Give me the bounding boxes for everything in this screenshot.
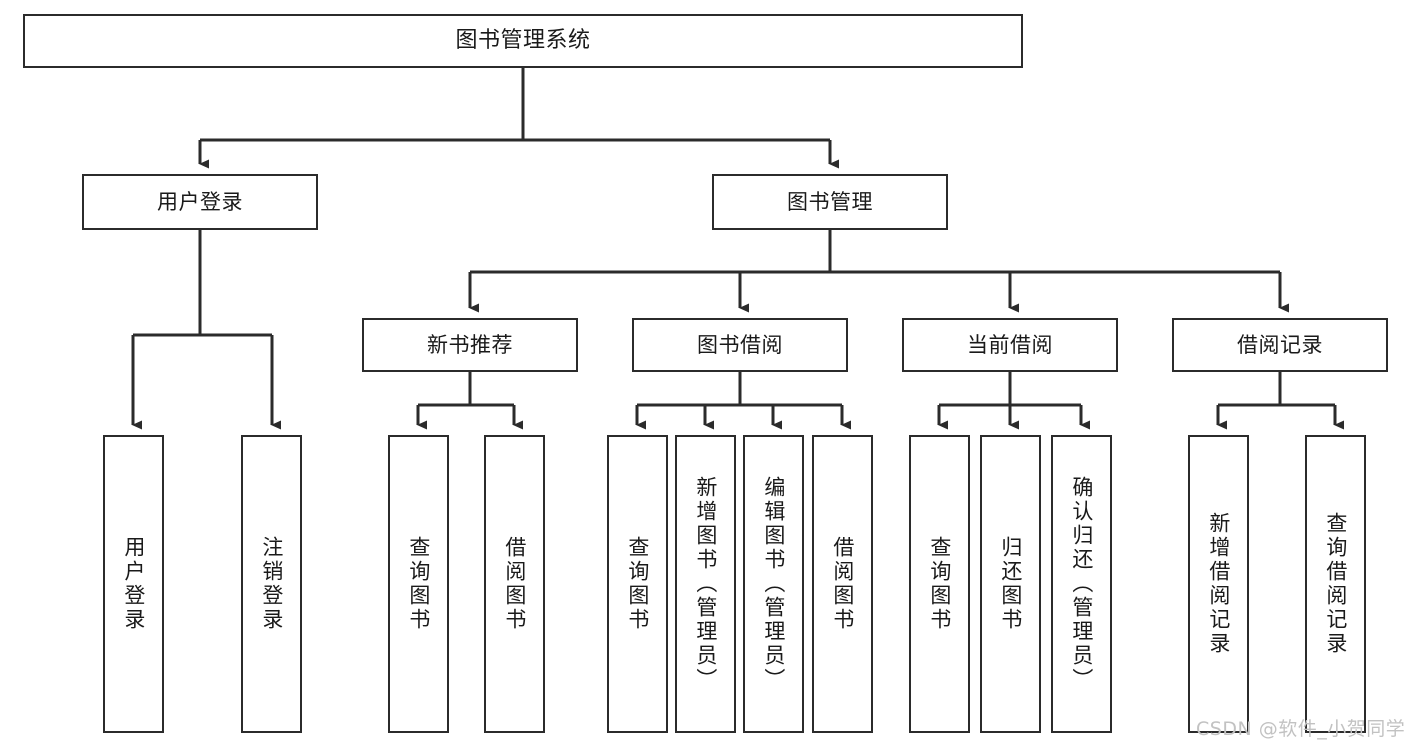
node-leaf-add-book[interactable]: 新增图书（管理员） [675, 435, 736, 733]
csdn-watermark: CSDN @软件_小贺同学 [1196, 718, 1405, 740]
node-root-label: 图书管理系统 [455, 28, 591, 54]
node-leaf-borrow-book-2[interactable]: 借阅图书 [812, 435, 873, 733]
node-leaf-confirm-return[interactable]: 确认归还（管理员） [1051, 435, 1112, 733]
node-current-borrow[interactable]: 当前借阅 [902, 318, 1118, 372]
node-leaf-borrow-book-1-label: 借阅图书 [502, 536, 527, 632]
node-leaf-borrow-book-1[interactable]: 借阅图书 [484, 435, 545, 733]
node-user-login[interactable]: 用户登录 [82, 174, 318, 230]
node-leaf-user-logout[interactable]: 注销登录 [241, 435, 302, 733]
node-current-borrow-label: 当前借阅 [967, 332, 1053, 357]
node-leaf-query-book-3-label: 查询图书 [927, 536, 952, 632]
node-book-borrow[interactable]: 图书借阅 [632, 318, 848, 372]
node-new-book-recommend-label: 新书推荐 [427, 332, 513, 357]
node-leaf-return-book[interactable]: 归还图书 [980, 435, 1041, 733]
node-root[interactable]: 图书管理系统 [23, 14, 1023, 68]
node-leaf-add-record[interactable]: 新增借阅记录 [1188, 435, 1249, 733]
node-leaf-add-record-label: 新增借阅记录 [1206, 512, 1231, 656]
node-new-book-recommend[interactable]: 新书推荐 [362, 318, 578, 372]
node-leaf-return-book-label: 归还图书 [998, 536, 1023, 632]
node-leaf-query-record-label: 查询借阅记录 [1323, 512, 1348, 656]
node-leaf-user-logout-label: 注销登录 [259, 536, 284, 632]
node-leaf-query-book-1[interactable]: 查询图书 [388, 435, 449, 733]
node-borrow-record[interactable]: 借阅记录 [1172, 318, 1388, 372]
node-leaf-query-book-3[interactable]: 查询图书 [909, 435, 970, 733]
node-book-manage[interactable]: 图书管理 [712, 174, 948, 230]
node-leaf-add-book-label: 新增图书（管理员） [693, 476, 718, 692]
node-book-manage-label: 图书管理 [787, 189, 873, 214]
node-leaf-query-book-2-label: 查询图书 [625, 536, 650, 632]
node-leaf-user-login-label: 用户登录 [121, 536, 146, 632]
node-user-login-label: 用户登录 [157, 189, 243, 214]
node-leaf-confirm-return-label: 确认归还（管理员） [1069, 476, 1094, 692]
node-leaf-query-book-2[interactable]: 查询图书 [607, 435, 668, 733]
node-leaf-borrow-book-2-label: 借阅图书 [830, 536, 855, 632]
node-leaf-user-login[interactable]: 用户登录 [103, 435, 164, 733]
node-leaf-query-record[interactable]: 查询借阅记录 [1305, 435, 1366, 733]
node-leaf-edit-book[interactable]: 编辑图书（管理员） [743, 435, 804, 733]
node-leaf-edit-book-label: 编辑图书（管理员） [761, 476, 786, 692]
node-leaf-query-book-1-label: 查询图书 [406, 536, 431, 632]
node-borrow-record-label: 借阅记录 [1237, 332, 1323, 357]
node-book-borrow-label: 图书借阅 [697, 332, 783, 357]
